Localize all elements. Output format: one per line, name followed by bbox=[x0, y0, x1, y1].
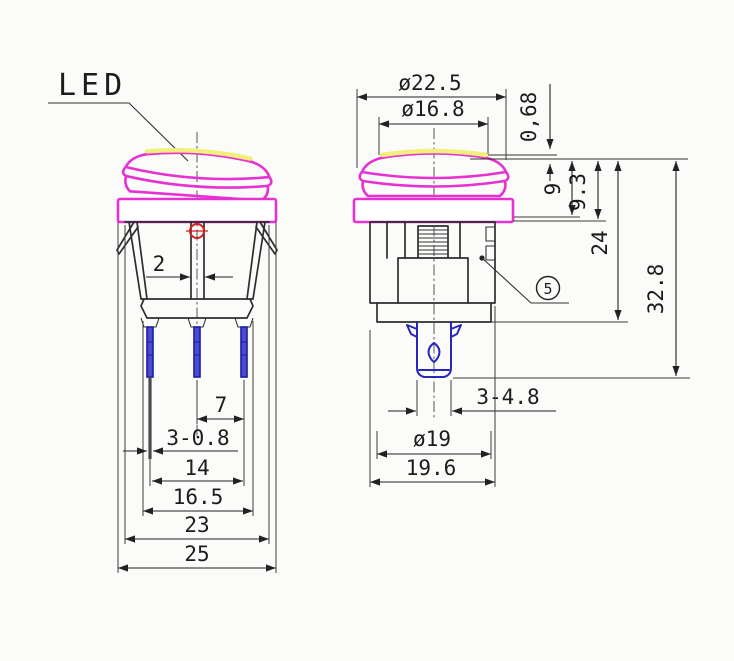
led-window-front bbox=[144, 147, 253, 161]
callout-5: 5 bbox=[479, 255, 569, 304]
svg-text:16.5: 16.5 bbox=[173, 485, 224, 509]
dim-height-to-body-bottom: 24 bbox=[491, 161, 628, 323]
callout-5-label: 5 bbox=[543, 280, 552, 298]
terminal-hole bbox=[427, 342, 441, 363]
svg-text:23: 23 bbox=[184, 513, 209, 537]
svg-text:ø22.5: ø22.5 bbox=[398, 71, 461, 95]
dim-dome-height: 0,68 bbox=[517, 84, 554, 181]
svg-text:32.8: 32.8 bbox=[644, 264, 668, 315]
svg-text:9.3: 9.3 bbox=[566, 173, 590, 211]
dim-bushing-dia: ø19 bbox=[376, 427, 492, 459]
svg-text:7: 7 bbox=[215, 393, 228, 417]
dim-body-width: 23 bbox=[125, 513, 269, 543]
dim-flange-width: 25 bbox=[118, 542, 276, 572]
dim-actuator-width: 2 bbox=[146, 252, 233, 281]
dim-cap-outer-dia: ø22.5 bbox=[356, 71, 507, 168]
plunger bbox=[397, 257, 469, 304]
side-view: 5 ø22.5 ø16.8 0,68 9 9 bbox=[352, 71, 690, 487]
svg-text:ø16.8: ø16.8 bbox=[401, 97, 464, 121]
svg-text:3-4.8: 3-4.8 bbox=[476, 385, 539, 409]
svg-text:25: 25 bbox=[184, 542, 209, 566]
led-label: LED bbox=[58, 68, 127, 103]
dim-body-dia: 19.6 bbox=[369, 306, 496, 487]
dim-cap-total-height: 9.3 bbox=[513, 161, 606, 222]
bezel-front bbox=[116, 197, 278, 224]
svg-text:2: 2 bbox=[153, 252, 166, 276]
dim-pin-pitch: 7 bbox=[197, 393, 244, 423]
svg-text:3-0.8: 3-0.8 bbox=[166, 426, 229, 450]
dim-pin-span: 14 bbox=[152, 456, 243, 485]
svg-text:24: 24 bbox=[588, 230, 612, 255]
dim-cap-window-dia: ø16.8 bbox=[378, 97, 489, 155]
terminal-pins-front bbox=[146, 326, 248, 459]
housing-front bbox=[116, 221, 278, 328]
indicator-mark bbox=[186, 223, 208, 239]
blade-terminal bbox=[406, 321, 462, 378]
bezel-side bbox=[352, 197, 515, 224]
svg-text:ø19: ø19 bbox=[413, 427, 451, 451]
callout-leader-line bbox=[481, 257, 569, 304]
dim-lower-body-width: 16.5 bbox=[143, 485, 253, 515]
svg-text:0,68: 0,68 bbox=[517, 92, 541, 143]
front-view: LED bbox=[48, 68, 278, 573]
dim-pin-thickness: 3-0.8 bbox=[123, 426, 238, 455]
dim-total-height: 32.8 bbox=[453, 161, 690, 379]
led-leader-line bbox=[48, 102, 189, 162]
svg-text:14: 14 bbox=[184, 456, 209, 480]
housing-side bbox=[369, 221, 496, 323]
dim-cap-height: 9 bbox=[514, 161, 580, 218]
dim-terminal-width: 3-4.8 bbox=[388, 380, 556, 416]
svg-text:19.6: 19.6 bbox=[406, 456, 457, 480]
svg-text:9: 9 bbox=[541, 183, 565, 196]
spring-hatch bbox=[418, 229, 448, 255]
led-window-side bbox=[379, 148, 489, 158]
